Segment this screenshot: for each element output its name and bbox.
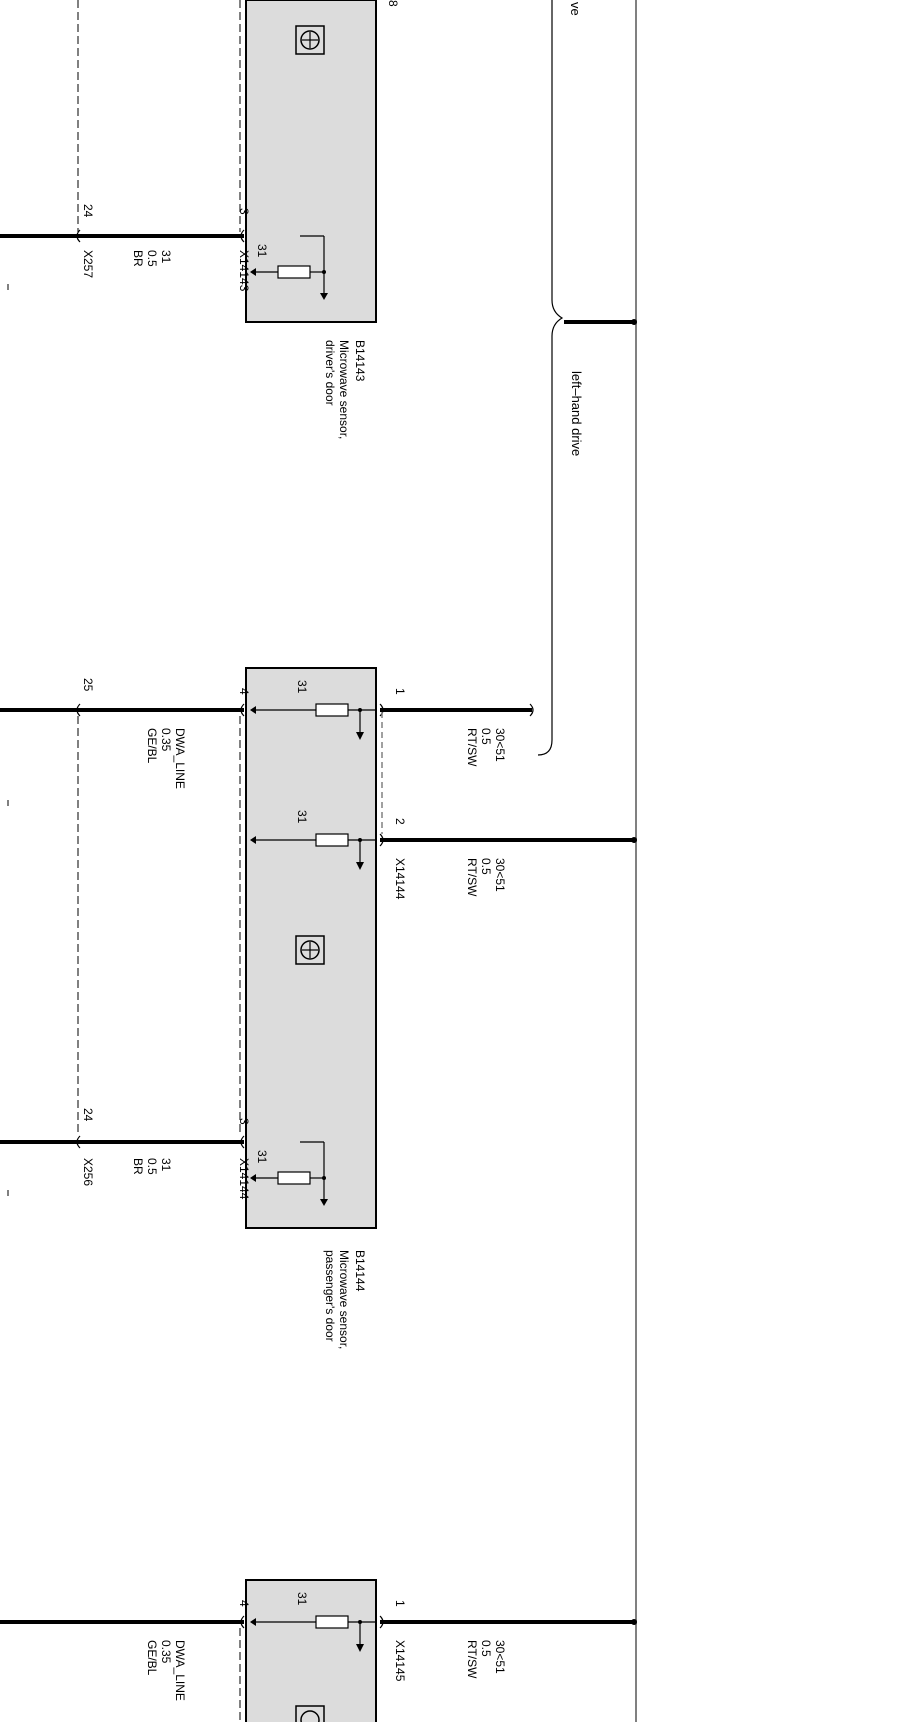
- wire-pin2-signal-b14144: 30<51: [493, 858, 507, 892]
- pin2-b14144: 2: [393, 818, 407, 825]
- ground-resistor-b14144-2: [250, 833, 376, 870]
- wire-pin3-signal-b14144: 31: [159, 1158, 173, 1172]
- pin3-b14143: 3: [237, 208, 251, 215]
- top-drive-brace: [537, 0, 564, 756]
- module-id-b14144: B14144: [353, 1250, 367, 1292]
- wire-pin4-section-b14144: 0.35: [159, 728, 173, 752]
- wire-pin1-signal-b14145: 30<51: [493, 1640, 507, 1674]
- wire-pin4-section-b14145: 0.35: [159, 1640, 173, 1664]
- module-name1-b14144: Microwave sensor,: [337, 1250, 351, 1349]
- wire-pin4-signal-b14144: DWA_LINE: [173, 728, 187, 789]
- splice-pin-24-b14144: 24: [81, 1108, 95, 1122]
- module-name1-b14143: Microwave sensor,: [337, 340, 351, 439]
- connector-x14143: X14143: [237, 250, 251, 292]
- ground-label-b14144-3: 31: [255, 1150, 269, 1164]
- splice-connector-x257: X257: [81, 250, 95, 278]
- top-partial-pin: 8: [386, 0, 400, 7]
- ground-label-b14144-2: 31: [295, 810, 309, 824]
- module-id-b14143: B14143: [353, 340, 367, 382]
- pin4-b14145: 4: [237, 1600, 251, 1607]
- ground-resistor-b14143: [250, 235, 328, 300]
- pin1-b14145: 1: [393, 1600, 407, 1607]
- wire-pin1-color-b14145: RT/SW: [465, 1640, 479, 1679]
- ground-label-b14143: 31: [255, 244, 269, 258]
- microwave-sensor-symbol-icon: [295, 935, 325, 965]
- splice-pin-b14143: 24: [81, 204, 95, 218]
- pin3-b14144: 3: [237, 1118, 251, 1125]
- wire-pin1-section-b14145: 0.5: [479, 1640, 493, 1657]
- pin1-b14144: 1: [393, 688, 407, 695]
- splice-pin-25: 25: [81, 678, 95, 692]
- sensor-module-b14145[interactable]: [245, 1579, 377, 1722]
- ground-label-b14144-1: 31: [295, 680, 309, 694]
- connector-x14145: X14145: [393, 1640, 407, 1682]
- wire-pin1-color-b14144: RT/SW: [465, 728, 479, 767]
- module-name2-b14143: driver's door: [323, 340, 337, 406]
- wire-pin4-color-b14144: GE/BL: [145, 728, 159, 764]
- ground-resistor-b14144-1: [250, 703, 376, 740]
- wire-pin4-color-b14145: GE/BL: [145, 1640, 159, 1676]
- wire-pin4-signal-b14145: DWA_LINE: [173, 1640, 187, 1701]
- wire-pin2-section-b14144: 0.5: [479, 858, 493, 875]
- wire-signal-b14143: 31: [159, 250, 173, 264]
- wire-color-b14143: BR: [131, 250, 145, 267]
- pin4-b14144: 4: [237, 688, 251, 695]
- module-name2-b14144: passenger's door: [323, 1250, 337, 1342]
- wire-pin1-section-b14144: 0.5: [479, 728, 493, 745]
- microwave-sensor-symbol-icon: [295, 1705, 325, 1722]
- wire-pin3-color-b14144: BR: [131, 1158, 145, 1175]
- splice-connector-x256: X256: [81, 1158, 95, 1186]
- wire-section-b14143: 0.5: [145, 250, 159, 267]
- wire-pin1-signal-b14144: 30<51: [493, 728, 507, 762]
- ground-label-b14145: 31: [295, 1592, 309, 1606]
- wire-pin2-color-b14144: RT/SW: [465, 858, 479, 897]
- top-partial-label: ve: [568, 2, 583, 16]
- microwave-sensor-symbol-icon: [295, 25, 325, 55]
- wire-pin3-section-b14144: 0.5: [145, 1158, 159, 1175]
- connector-top-x14144: X14144: [393, 858, 407, 900]
- ground-resistor-b14144-3: [250, 1141, 328, 1206]
- connector-bottom-x14144: X14144: [237, 1158, 251, 1200]
- left-hand-drive-label: left–hand drive: [569, 371, 584, 456]
- ground-resistor-b14145: [250, 1615, 376, 1652]
